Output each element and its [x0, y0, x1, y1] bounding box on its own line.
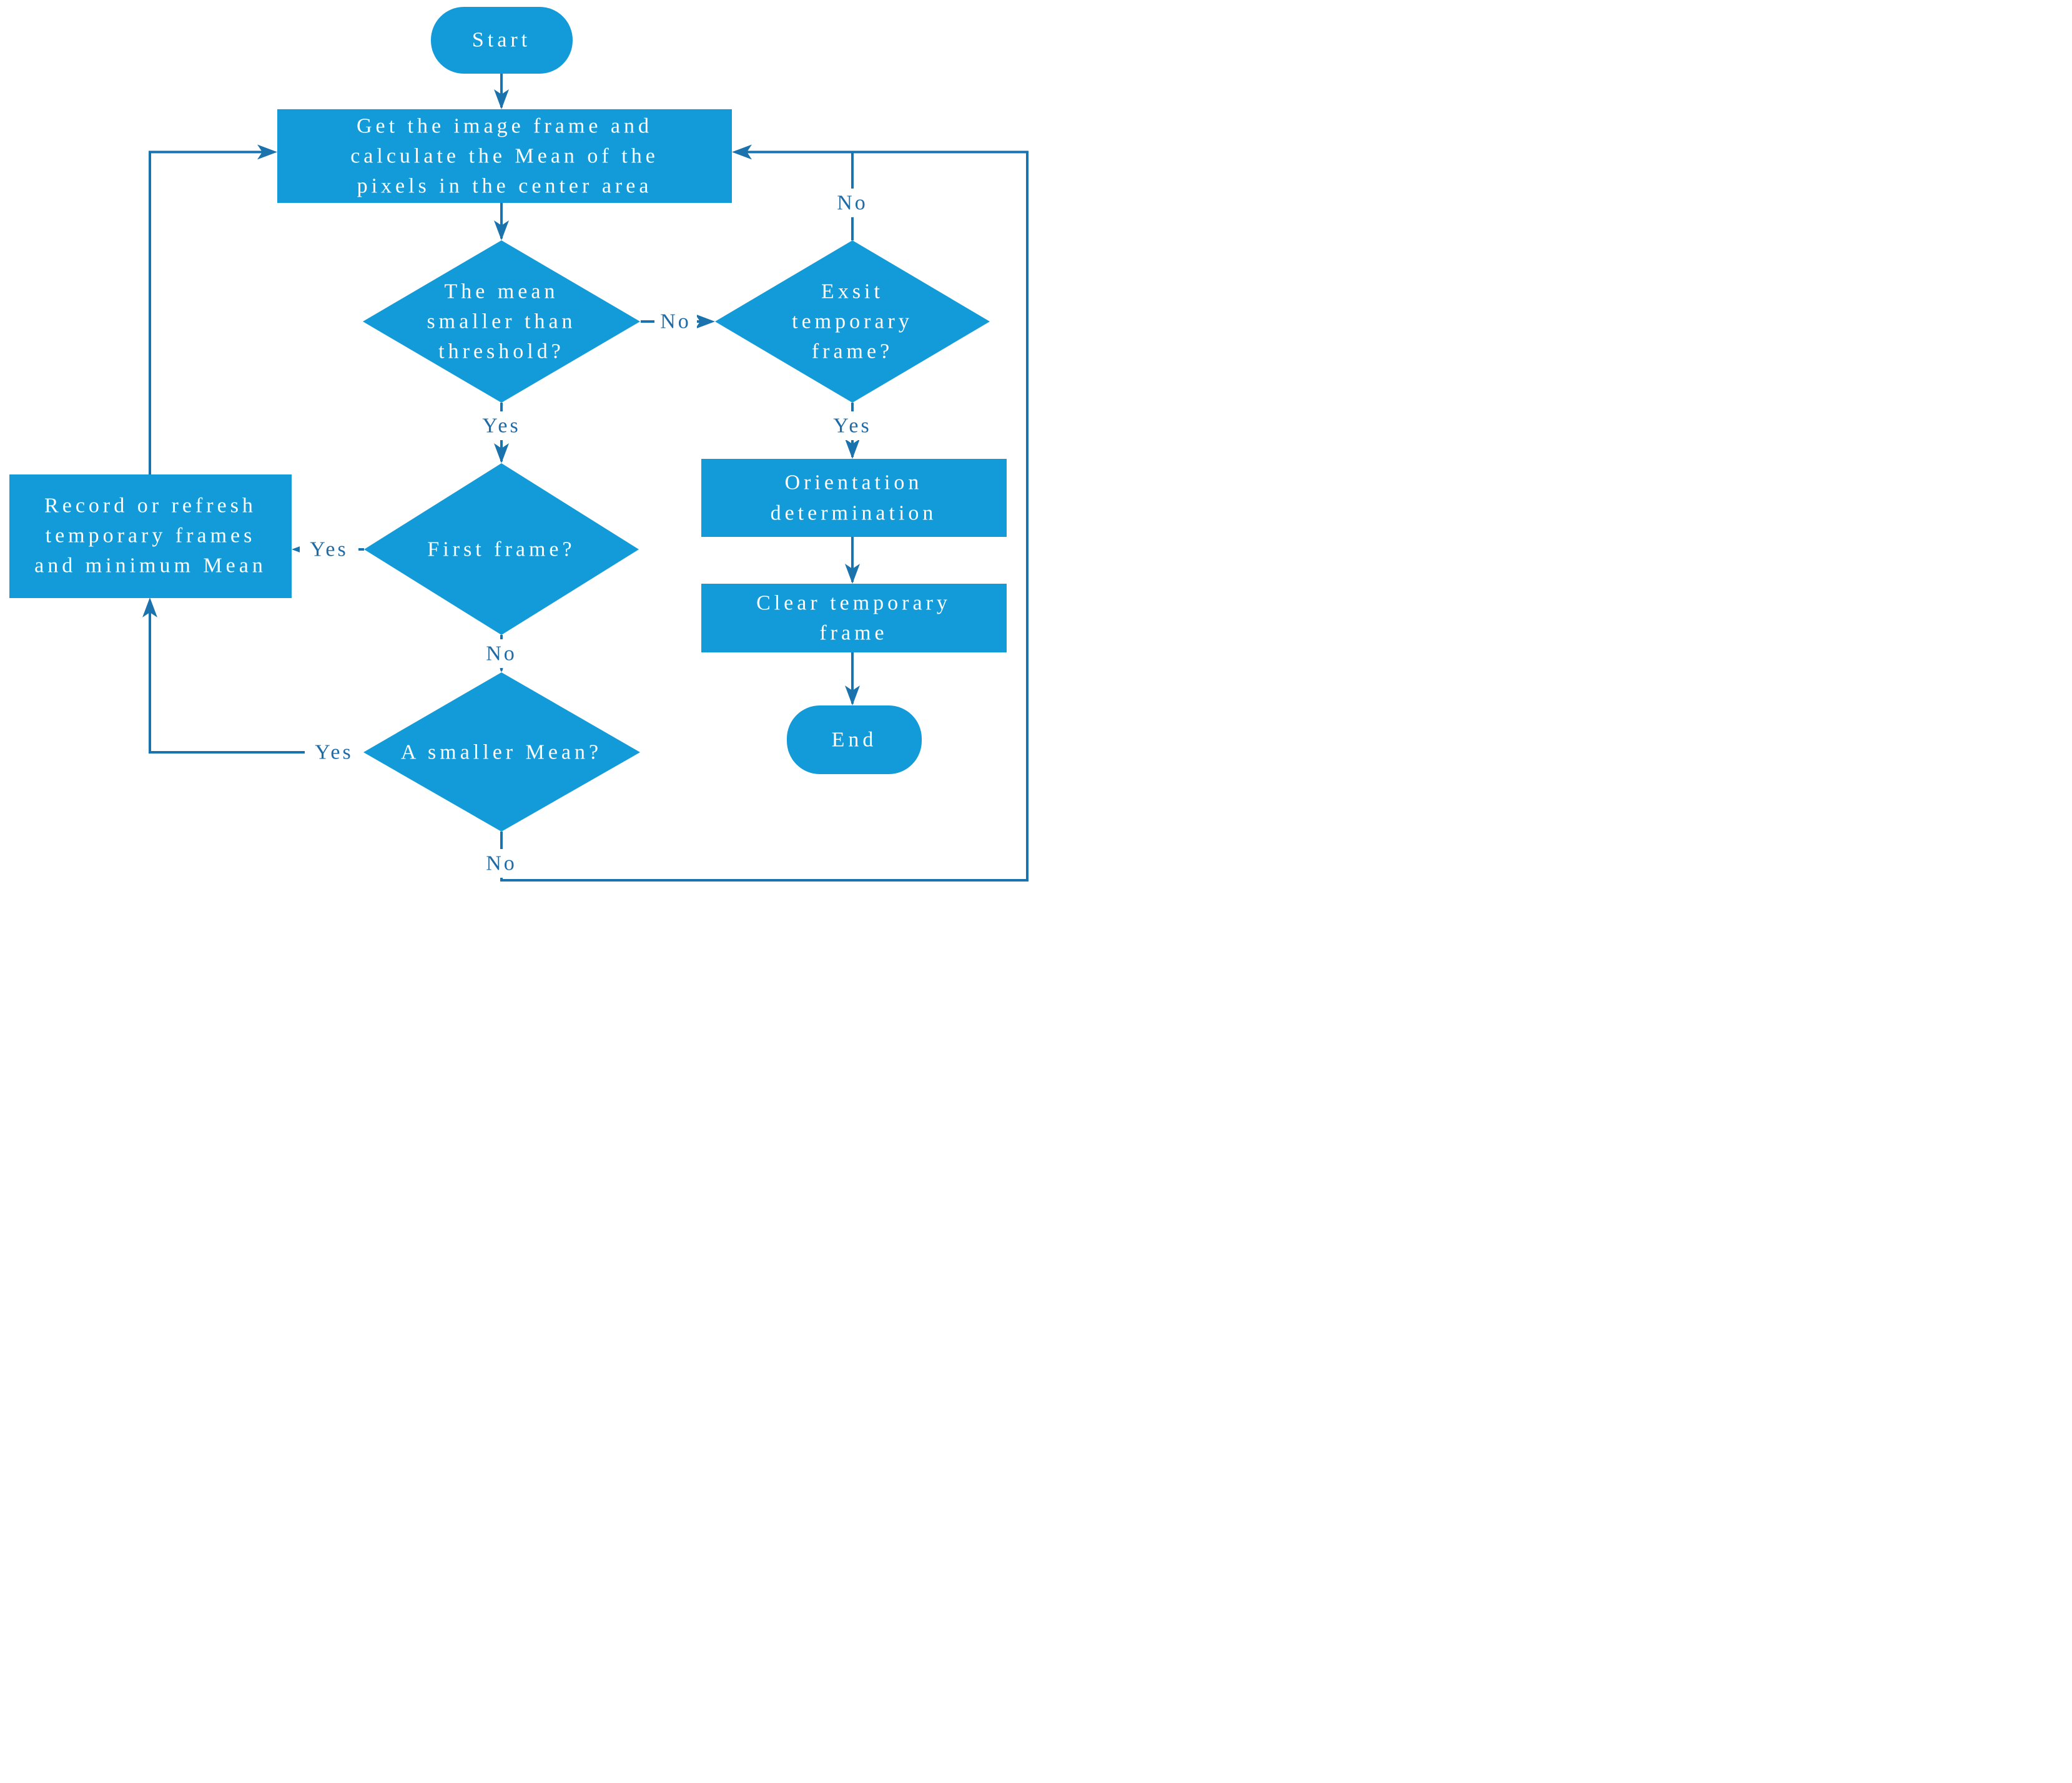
exist-decision-shape [715, 240, 990, 403]
edge-label-first-no: No [486, 642, 517, 666]
node-smaller-mean: A smaller Mean? [363, 672, 640, 832]
exist-line-3: frame? [812, 340, 893, 363]
edge-label-smaller-yes: Yes [315, 741, 353, 764]
arrowhead-into-clear [845, 564, 860, 584]
record-process-shape [9, 474, 292, 598]
node-clear-temporary: Clear temporary frame [701, 584, 1007, 652]
node-start: Start [431, 7, 573, 74]
orientation-line-2: determination [771, 502, 937, 525]
edge-smallermean-yes-to-record [149, 601, 363, 754]
start-terminator-shape [431, 7, 573, 74]
node-end: End [787, 705, 922, 774]
record-line-3: and minimum Mean [34, 554, 267, 577]
edge-labels: No No Yes Yes Yes No Yes No [300, 189, 882, 878]
clear-process-shape [701, 584, 1007, 652]
smallermean-decision-shape [363, 672, 640, 832]
arrowhead-into-end [845, 685, 860, 705]
edge-label-mean-no: No [660, 310, 691, 333]
firstframe-label: First frame? [427, 538, 575, 561]
label-bg-mean-yes [472, 411, 531, 440]
end-label: End [832, 729, 877, 752]
flowchart-figure: Start Get the image frame and calculate … [0, 0, 1036, 892]
node-record-refresh: Record or refresh temporary frames and m… [9, 474, 292, 598]
arrowhead-into-exist [695, 314, 715, 329]
getframe-line-2: calculate the Mean of the [350, 145, 659, 168]
meanthreshold-line-1: The mean [445, 280, 559, 303]
end-terminator-shape [787, 705, 922, 774]
smallermean-label: A smaller Mean? [401, 741, 602, 764]
meanthreshold-line-2: smaller than [427, 310, 576, 333]
label-bg-mean-no [654, 307, 697, 336]
edge-label-smaller-no: No [486, 852, 517, 875]
arrowhead-into-getframe-left [257, 144, 277, 160]
label-bg-first-yes [300, 535, 358, 564]
arrowhead-into-meanthreshold [494, 220, 509, 240]
start-label: Start [472, 29, 531, 52]
node-exist-temporary: Exsit temporary frame? [715, 240, 990, 403]
firstframe-decision-shape [364, 463, 639, 635]
getframe-line-3: pixels in the center area [357, 175, 653, 198]
record-line-2: temporary frames [46, 524, 256, 548]
arrowhead-into-record-bottom [142, 597, 157, 617]
orientation-line-1: Orientation [785, 471, 923, 494]
orientation-process-shape [701, 459, 1007, 537]
arrowhead-into-orientation [845, 439, 860, 459]
edge-label-exist-no: No [837, 192, 868, 215]
edge-label-exist-yes: Yes [833, 415, 871, 438]
label-bg-smaller-no [480, 849, 523, 878]
node-mean-threshold: The mean smaller than threshold? [363, 240, 640, 403]
exist-line-2: temporary [792, 310, 913, 333]
arrowhead-into-getframe-top [494, 89, 509, 109]
node-orientation: Orientation determination [701, 459, 1007, 537]
getframe-process-shape [277, 109, 732, 203]
label-bg-exist-yes [823, 411, 882, 440]
edge-record-loop-to-getframe [149, 150, 274, 474]
node-first-frame: First frame? [364, 463, 639, 635]
node-get-frame: Get the image frame and calculate the Me… [277, 109, 732, 203]
getframe-line-1: Get the image frame and [357, 115, 653, 138]
edge-label-mean-yes: Yes [482, 415, 520, 438]
label-bg-first-no [480, 639, 523, 668]
arrowhead-into-firstframe [494, 443, 509, 463]
edge-label-first-yes: Yes [310, 538, 348, 561]
meanthreshold-decision-shape [363, 240, 640, 403]
label-bg-smaller-yes [305, 738, 363, 767]
meanthreshold-line-3: threshold? [438, 340, 565, 363]
flowchart-canvas: Start Get the image frame and calculate … [9, 7, 1029, 882]
label-bg-exist-no [831, 189, 874, 217]
record-line-1: Record or refresh [44, 494, 257, 518]
exist-line-1: Exsit [821, 280, 884, 303]
clear-line-1: Clear temporary [756, 592, 951, 615]
arrowhead-into-getframe-right [732, 144, 752, 160]
clear-line-2: frame [819, 622, 887, 645]
